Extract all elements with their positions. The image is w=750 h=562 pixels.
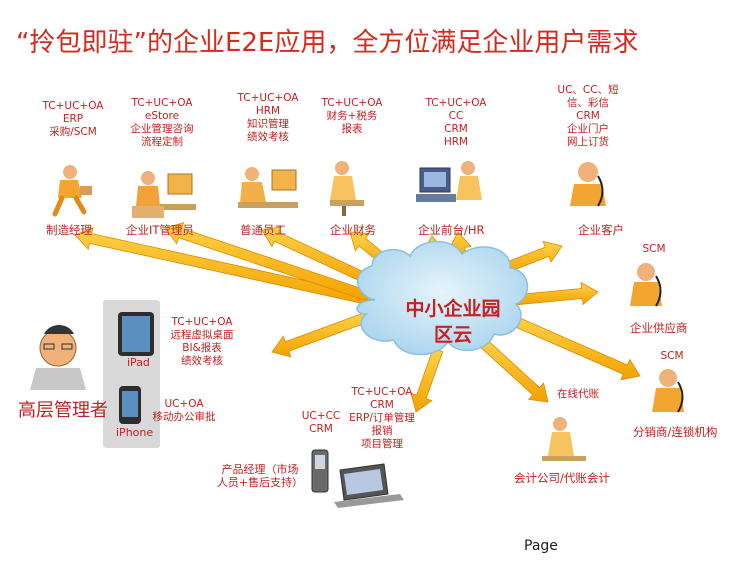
accounting-services: 在线代账 [557,388,599,400]
arrow-to-it-admin [164,222,371,302]
customer-services: UC、CC、短 信、彩信 CRM 企业门户 网上订货 [557,84,619,148]
finance-name: 企业财务 [330,223,376,237]
cloud-label: 中小企业园 区云 [388,296,518,348]
employee-name: 普通员工 [240,223,286,237]
cloud-label-line1: 中小企业园 [405,298,501,320]
distributor-name: 分销商/连锁机构 [633,425,718,439]
manufacturing-manager-name: 制造经理 [46,223,92,237]
customer-name: 企业客户 [578,223,624,237]
executive-name: 高层管理者 [18,400,108,421]
arrow-to-executive [271,310,373,358]
employee-figure [238,167,298,208]
it-admin-figure [132,171,196,218]
accounting-name: 会计公司/代账会计 [514,471,610,485]
arrow-to-manufacturing [74,227,372,306]
it-admin-name: 企业IT管理员 [126,223,194,237]
product-manager-name: 产品经理（市场 人员+售后支持） [216,463,304,489]
page-footer: Page [524,538,558,554]
cloud-label-line2: 区云 [433,324,472,346]
finance-figure [330,161,364,216]
cloud-shape [356,240,529,356]
front-desk-name: 企业前台/HR [418,223,485,237]
executive-figure [30,325,86,390]
iphone-label: iPhone [116,426,154,439]
arrow-to-product-manager [410,347,444,413]
distributor-figure [652,369,684,413]
arrow-to-distributor [509,314,641,381]
front-desk-services: TC+UC+OA CC CRM HRM [425,97,487,148]
product-manager-services-left: UC+CC CRM [301,410,341,435]
ipad-services: TC+UC+OA 远程虚拟桌面 BI&报表 绩效考核 [170,316,234,367]
ipad-label: iPad [127,356,150,369]
it-admin-services: TC+UC+OA eStore 企业管理咨询 流程定制 [130,97,194,148]
accounting-figure [542,417,586,461]
manufacturing-manager-figure [52,165,92,217]
supplier-services: SCM [642,243,666,255]
distributor-services: SCM [660,350,684,362]
front-desk-figure [416,161,482,202]
supplier-figure [630,263,662,307]
manufacturing-services: TC+UC+OA ERP 采购/SCM [42,100,104,138]
product-manager-figure [311,449,404,508]
iphone-services: UC+OA 移动办公审批 [152,398,216,423]
finance-services: TC+UC+OA 财务+税务 报表 [321,97,383,135]
arrow-to-accounting [476,335,549,403]
customer-figure [570,162,606,207]
product-manager-services-right: TC+UC+OA CRM ERP/订单管理 报销 项目管理 [349,386,415,450]
employee-services: TC+UC+OA HRM 知识管理 绩效考核 [237,92,299,143]
page-title: “拎包即驻”的企业E2E应用，全方位满足企业用户需求 [16,28,639,58]
supplier-name: 企业供应商 [630,321,688,335]
